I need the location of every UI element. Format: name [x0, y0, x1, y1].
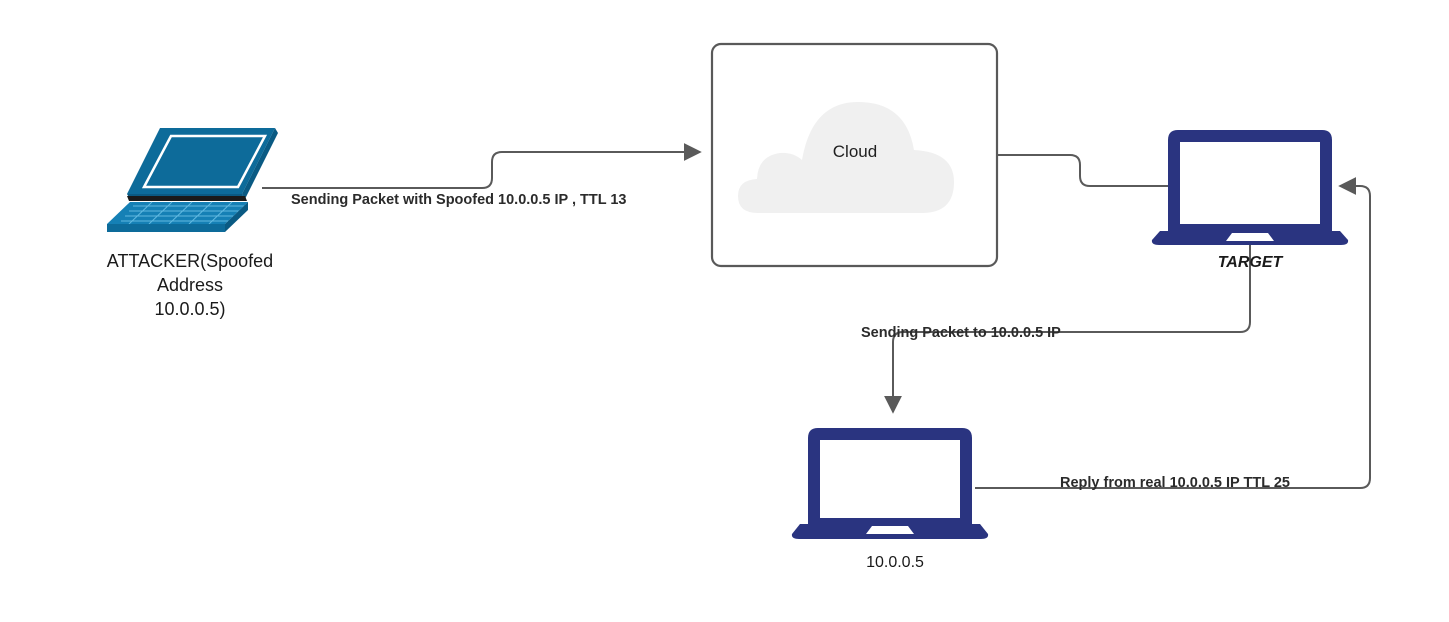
edge-label-target-to-victim: Sending Packet to 10.0.0.5 IP	[861, 325, 1061, 341]
attacker-laptop-icon	[107, 128, 278, 232]
target-label: TARGET	[1217, 254, 1283, 271]
cloud-label: Cloud	[832, 142, 878, 161]
cloud-icon	[738, 102, 954, 213]
edge-target-to-victim	[884, 243, 1251, 414]
target-laptop-icon	[1151, 130, 1349, 245]
victim-laptop-icon	[791, 428, 989, 539]
edge-cloud-to-target	[997, 154, 1168, 187]
edge-label-victim-to-target: Reply from real 10.0.0.5 IP TTL 25	[1060, 475, 1290, 491]
edge-attacker-to-cloud	[262, 143, 702, 189]
victim-label: 10.0.0.5	[866, 554, 924, 571]
attacker-label: ATTACKER(Spoofed Address 10.0.0.5)	[106, 251, 274, 319]
edge-label-attacker-to-cloud: Sending Packet with Spoofed 10.0.0.5 IP …	[291, 192, 627, 208]
edge-victim-to-target	[975, 177, 1371, 489]
